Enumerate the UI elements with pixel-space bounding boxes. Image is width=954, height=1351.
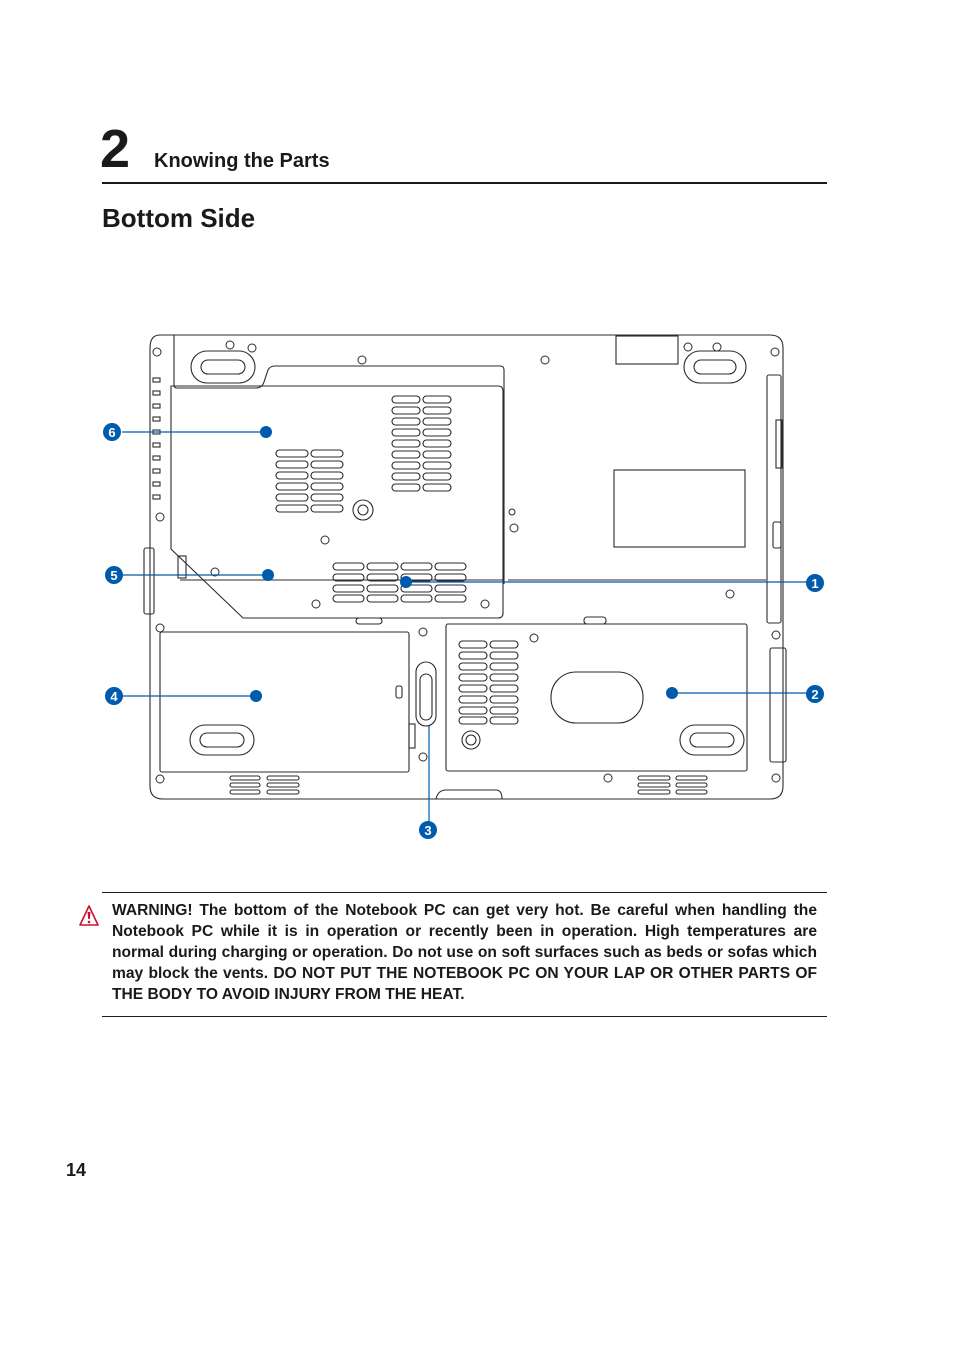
callout-badge-1: 1 xyxy=(806,574,824,592)
callout-label-5: 5 xyxy=(110,568,117,583)
laptop-bottom-diagram: 1 2 3 4 5 6 xyxy=(103,334,824,839)
callout-label-3: 3 xyxy=(424,823,431,838)
upper-compartment xyxy=(170,385,504,619)
callout-label-1: 1 xyxy=(811,576,818,591)
callout-label-4: 4 xyxy=(110,689,118,704)
callout-dot-1 xyxy=(400,576,412,588)
callout-dot-2 xyxy=(666,687,678,699)
page-number: 14 xyxy=(66,1160,87,1180)
chapter-title: Knowing the Parts xyxy=(154,150,330,172)
vent-grid-lower-right xyxy=(458,640,519,725)
bottom-vents-right xyxy=(637,775,708,795)
top-port xyxy=(615,335,679,365)
warning-text: WARNING! The bottom of the Notebook PC c… xyxy=(112,902,817,1003)
hdd-compartment xyxy=(159,631,410,773)
callout-dot-4 xyxy=(250,690,262,702)
chapter-number: 2 xyxy=(100,119,131,179)
warning-triangle-icon xyxy=(79,905,99,926)
screws xyxy=(152,340,781,784)
right-side-slot xyxy=(769,647,787,763)
left-edge-vents xyxy=(152,377,161,500)
callout-label-2: 2 xyxy=(811,687,818,702)
rubber-foot-top-left xyxy=(190,350,256,384)
section-title: Bottom Side xyxy=(102,203,256,233)
lower-right-compartment xyxy=(445,623,748,772)
logo-plate xyxy=(550,671,644,724)
battery-lock-switch xyxy=(415,661,437,727)
callout-badge-3: 3 xyxy=(419,821,437,839)
warning-bottom-rule xyxy=(102,1016,827,1017)
callout-badge-5: 5 xyxy=(105,566,123,584)
vent-grid-upper-right xyxy=(391,395,452,492)
bottom-vents-left xyxy=(229,775,300,795)
callout-badge-4: 4 xyxy=(105,687,123,705)
warning-top-rule xyxy=(102,892,827,893)
callout-badge-6: 6 xyxy=(103,423,121,441)
callout-label-6: 6 xyxy=(108,425,115,440)
right-side-port xyxy=(766,374,782,624)
callout-leaders xyxy=(122,426,808,822)
rubber-foot-bottom-left xyxy=(189,724,255,756)
rubber-foot-bottom-right xyxy=(679,724,745,756)
callout-badge-2: 2 xyxy=(806,685,824,703)
vent-grid-fan xyxy=(332,562,467,603)
vent-grid-upper-left xyxy=(275,449,344,513)
callout-dot-6 xyxy=(260,426,272,438)
rubber-foot-top-right xyxy=(683,350,747,384)
header-rule xyxy=(102,182,827,184)
chassis-outline xyxy=(149,334,784,800)
label-window xyxy=(613,469,746,548)
callout-dot-5 xyxy=(262,569,274,581)
